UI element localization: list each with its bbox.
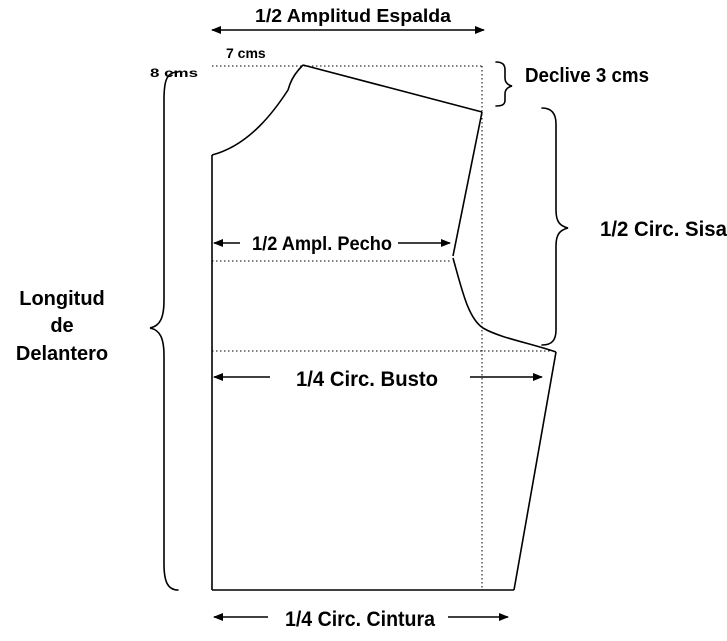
label-ocho-cms: 8 cms [150,66,198,80]
guide-lines [212,65,556,590]
neckline-curve [211,64,304,156]
label-longitud-line2: de [50,315,73,337]
label-circ-sisa: 1/2 Circ. Sisa [600,218,727,241]
label-longitud-line1: Longitud [19,288,105,310]
label-ampl-pecho: 1/2 Ampl. Pecho [252,234,392,255]
label-siete-cms: 7 cms [226,45,266,61]
braces [149,61,569,591]
longitud-brace [149,71,179,591]
declive-brace [495,61,513,107]
label-amplitud-espalda: 1/2 Amplitud Espalda [255,6,452,26]
side-seam [513,351,557,591]
armhole-upper [452,111,483,257]
label-circ-busto: 1/4 Circ. Busto [296,368,438,391]
armhole-curve [452,257,557,353]
shoulder-line [302,64,483,113]
label-circ-cintura: 1/4 Circ. Cintura [285,608,435,631]
pattern-outline [211,64,557,591]
dimension-arrows [211,26,543,621]
label-longitud-line3: Delantero [16,343,108,365]
sisa-brace [541,107,569,346]
label-declive: Declive 3 cms [525,65,649,87]
